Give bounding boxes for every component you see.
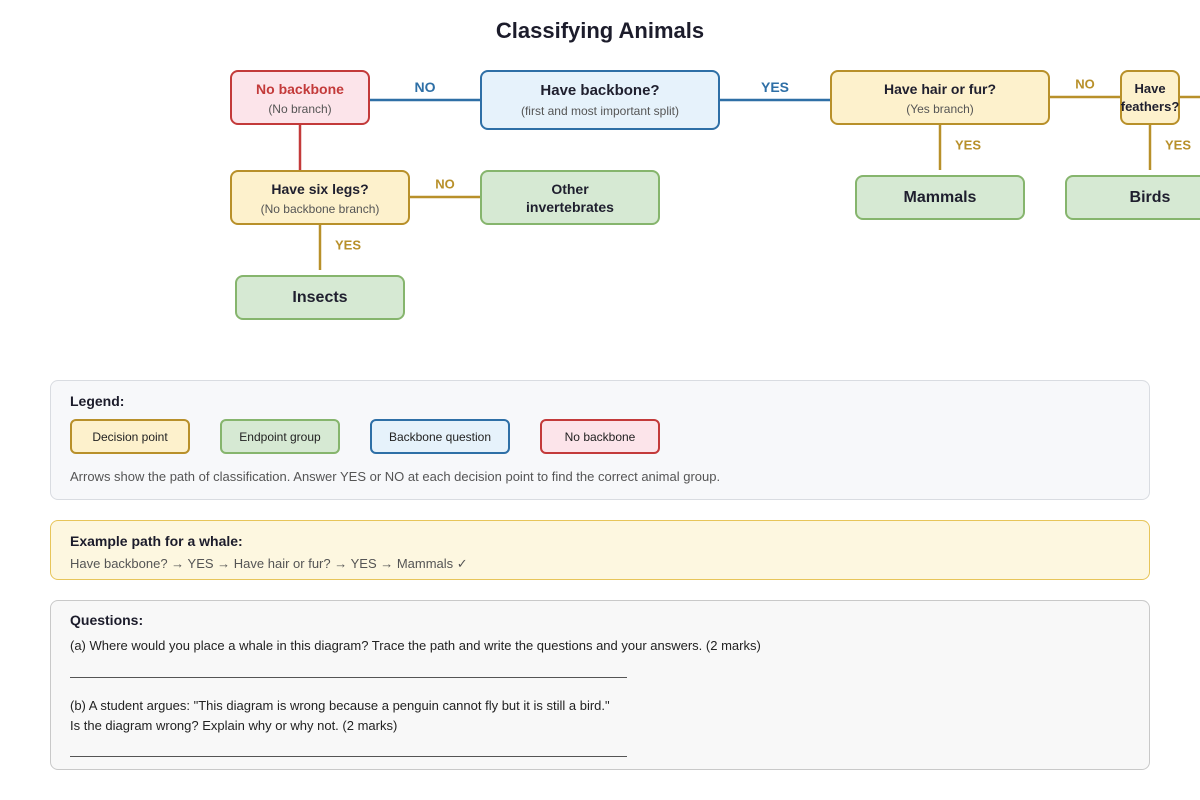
node-six-legs-label: Have six legs?	[271, 180, 369, 197]
example-panel: Example path for a whale: Have backbone?…	[50, 520, 1150, 580]
questions-heading: Questions:	[70, 612, 144, 628]
node-mammals-label: Mammals	[903, 188, 977, 206]
node-hair-fur: Have hair or fur? (Yes branch)	[830, 70, 1050, 125]
node-other-invertebrates: Other invertebrates	[480, 170, 660, 225]
edge-label-backbone-no: NO	[414, 79, 436, 95]
question-b-line2: Is the diagram wrong? Explain why or why…	[70, 718, 398, 733]
node-have-backbone-sub: (first and most important split)	[520, 104, 680, 118]
legend-decision-point: Decision point	[70, 419, 190, 454]
node-birds-label: Birds	[1129, 188, 1171, 206]
node-no-backbone-sub: (No branch)	[268, 101, 332, 116]
node-six-legs: Have six legs? (No backbone branch)	[230, 170, 410, 225]
legend-backbone-question: Backbone question	[370, 419, 510, 454]
node-have-backbone: Have backbone? (first and most important…	[480, 70, 720, 130]
node-mammals: Mammals	[855, 175, 1025, 220]
question-a: (a) Where would you place a whale in thi…	[70, 638, 761, 653]
edge-label-backbone-yes: YES	[760, 79, 790, 95]
edge-label-hair-no: NO	[1075, 76, 1095, 92]
node-have-backbone-label: Have backbone?	[540, 82, 660, 99]
edge-label-sixlegs-no: NO	[435, 176, 455, 192]
legend-no-backbone: No backbone	[540, 419, 660, 454]
node-hair-fur-label: Have hair or fur?	[883, 80, 997, 97]
legend-heading: Legend:	[70, 393, 125, 409]
legend-endpoint-group: Endpoint group	[220, 419, 340, 454]
node-six-legs-sub: (No backbone branch)	[260, 201, 380, 216]
node-feathers: Have feathers?	[1120, 70, 1180, 125]
node-birds: Birds	[1065, 175, 1200, 220]
edge-label-sixlegs-yes: YES	[334, 237, 362, 253]
node-insects: Insects	[235, 275, 405, 320]
node-no-backbone: No backbone (No branch)	[230, 70, 370, 125]
node-other-invertebrates-label: Other invertebrates	[526, 180, 614, 215]
example-heading: Example path for a whale:	[70, 533, 243, 549]
node-feathers-label: Have feathers?	[1120, 80, 1180, 114]
example-path: Have backbone? → YES → Have hair or fur?…	[70, 556, 468, 571]
legend-note: Arrows show the path of classification. …	[70, 469, 721, 484]
node-hair-fur-sub: (Yes branch)	[906, 101, 974, 116]
node-no-backbone-label: No backbone	[256, 80, 344, 97]
page-title: Classifying Animals	[495, 18, 705, 43]
legend-no-backbone-label: No backbone	[564, 429, 636, 444]
legend-endpoint-group-label: Endpoint group	[239, 429, 321, 444]
question-b-line1: (b) A student argues: "This diagram is w…	[70, 698, 610, 713]
node-insects-label: Insects	[292, 288, 348, 306]
edge-label-feathers-yes: YES	[1164, 137, 1192, 153]
legend-panel: Legend: Decision point Endpoint group Ba…	[50, 380, 1150, 500]
legend-backbone-question-label: Backbone question	[388, 429, 492, 444]
legend-decision-point-label: Decision point	[92, 429, 168, 444]
answer-line-b[interactable]	[70, 756, 627, 757]
questions-panel: Questions: (a) Where would you place a w…	[50, 600, 1150, 770]
edge-label-hair-yes: YES	[954, 137, 982, 153]
answer-line-a[interactable]	[70, 677, 627, 678]
